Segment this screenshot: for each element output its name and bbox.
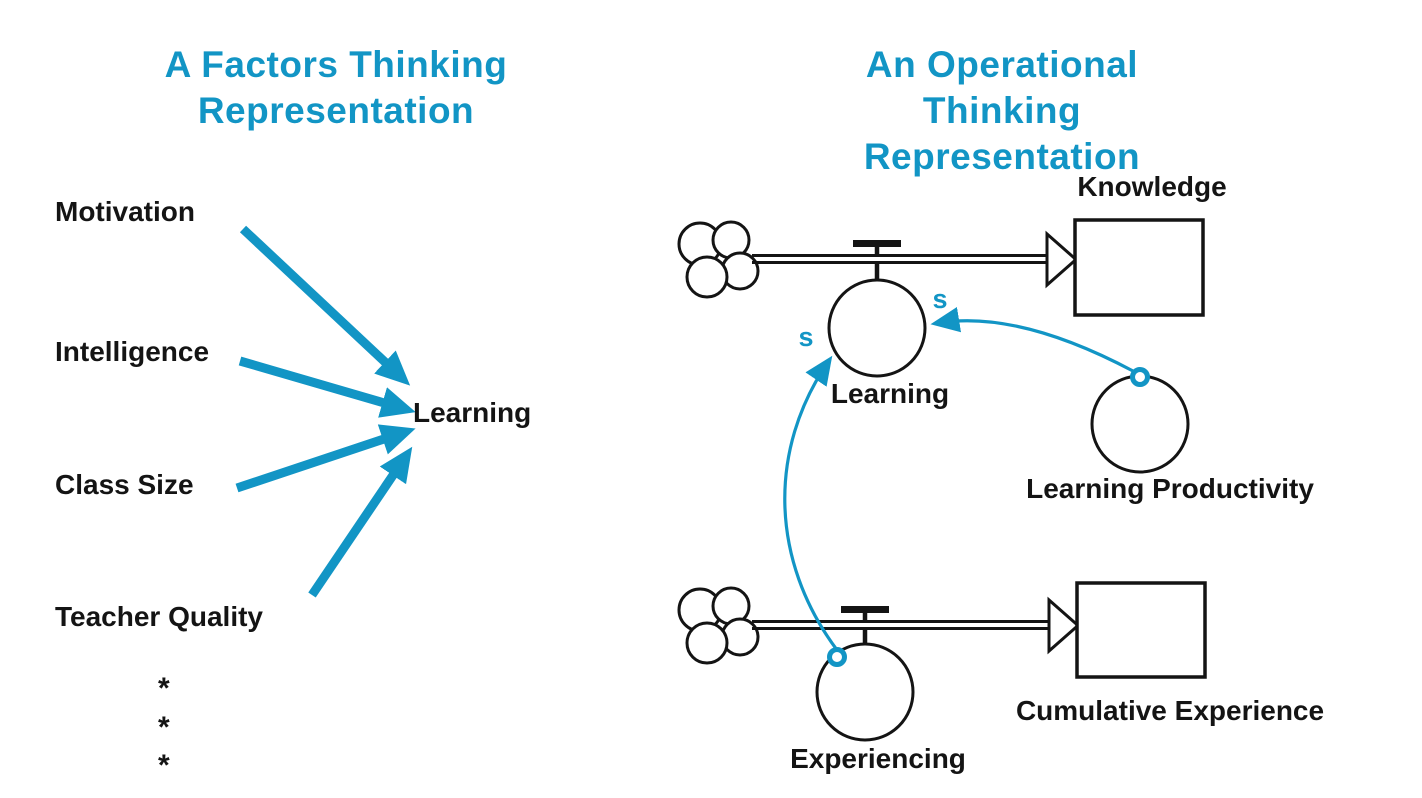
ellipsis-asterisk: *: [158, 749, 170, 782]
flow-label-learning: Learning: [830, 378, 950, 409]
stock-label-knowledge: Knowledge: [1077, 171, 1227, 202]
converter-circle-learning-productivity: [1090, 374, 1190, 474]
flow-valve-icon: [853, 240, 901, 281]
flow-circle-experiencing: [815, 642, 915, 742]
arrow-teacher-quality-to-learning: [308, 446, 413, 598]
stock-box-knowledge: [1073, 218, 1205, 317]
left-panel-title: A Factors Thinking Representation: [164, 44, 508, 131]
ellipsis-asterisk: *: [158, 672, 170, 705]
flow-label-experiencing: Experiencing: [790, 743, 966, 774]
polarity-mark-s-productivity-link: s: [932, 284, 948, 314]
factor-label-intelligence: Intelligence: [55, 336, 210, 367]
link-experiencing-to-learning: [783, 355, 839, 651]
factor-label-motivation: Motivation: [55, 196, 195, 227]
ellipsis-asterisk: *: [158, 711, 170, 744]
cloud-source-icon: [677, 220, 760, 299]
factor-arrows: [235, 225, 416, 598]
converter-label-learning-productivity: Learning Productivity: [1026, 473, 1314, 504]
arrow-intelligence-to-learning: [238, 356, 416, 418]
stock-flow-knowledge: [677, 218, 1205, 378]
right-panel-title: An Operational Thinking Representation: [863, 44, 1141, 177]
arrow-class-size-to-learning: [235, 424, 416, 493]
flow-valve-icon: [841, 606, 889, 646]
link-productivity-to-learning: [930, 306, 1134, 373]
factor-label-class-size: Class Size: [55, 469, 194, 500]
target-label-learning: Learning: [413, 397, 532, 428]
flow-arrowhead-icon: [1047, 596, 1081, 655]
arrow-motivation-to-learning: [239, 225, 411, 386]
stock-flow-cumulative-experience: [677, 581, 1207, 742]
flow-arrowhead-icon: [1045, 230, 1079, 289]
link-origin-ring-productivity: [1130, 367, 1150, 387]
flow-circle-learning: [827, 278, 927, 378]
factor-label-teacher-quality: Teacher Quality: [55, 601, 264, 632]
link-origin-ring-experiencing: [827, 647, 847, 667]
cloud-source-icon: [677, 586, 760, 665]
stock-label-cumulative-experience: Cumulative Experience: [1015, 695, 1325, 726]
stock-box-cumulative-experience: [1075, 581, 1207, 679]
polarity-mark-s-experiencing-link: s: [798, 322, 814, 352]
